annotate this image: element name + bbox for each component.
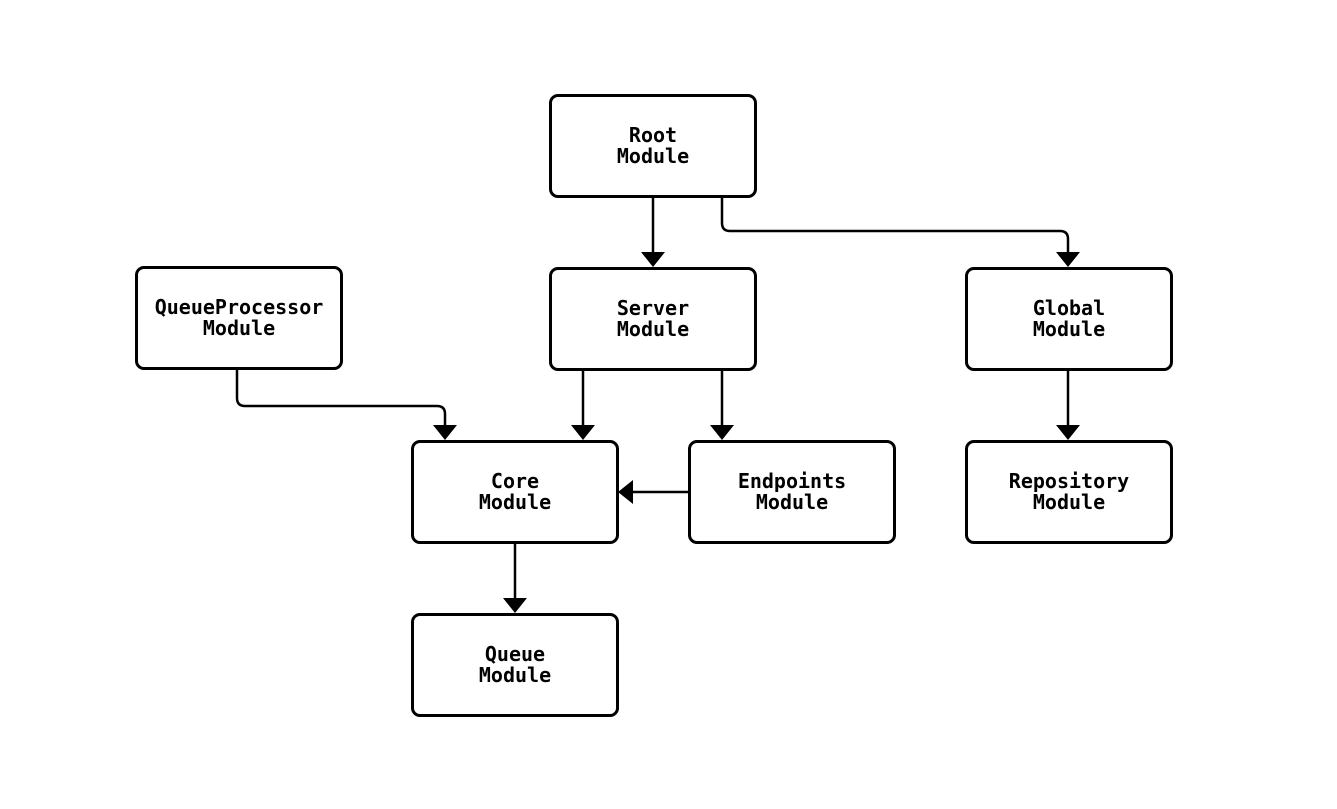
node-endpoints-module-label: Endpoints Module <box>737 469 847 514</box>
edge-server-core <box>571 371 595 440</box>
edge-server-endpoints <box>710 371 734 440</box>
node-core-module-label: Core Module <box>478 469 552 514</box>
edge-queueprocessor-core <box>235 370 457 440</box>
node-global-module: Global Module <box>965 267 1173 371</box>
node-queueprocessor-module-label: QueueProcessor Module <box>154 295 324 340</box>
node-core-module: Core Module <box>411 440 619 544</box>
edge-endpoints-core <box>618 480 688 504</box>
node-queue-module: Queue Module <box>411 613 619 717</box>
node-queue-module-label: Queue Module <box>478 642 552 687</box>
node-global-module-label: Global Module <box>1032 296 1106 341</box>
edge-core-queue <box>503 543 527 613</box>
node-endpoints-module: Endpoints Module <box>688 440 896 544</box>
node-server-module-label: Server Module <box>616 296 690 341</box>
node-root-module: Root Module <box>549 94 757 198</box>
edge-root-server <box>641 198 665 267</box>
node-queueprocessor-module: QueueProcessor Module <box>135 266 343 370</box>
node-root-module-label: Root Module <box>616 123 690 168</box>
node-repository-module: Repository Module <box>965 440 1173 544</box>
edge-global-repository <box>1056 371 1080 440</box>
edge-root-global <box>720 198 1080 267</box>
node-repository-module-label: Repository Module <box>1008 469 1130 514</box>
node-server-module: Server Module <box>549 267 757 371</box>
